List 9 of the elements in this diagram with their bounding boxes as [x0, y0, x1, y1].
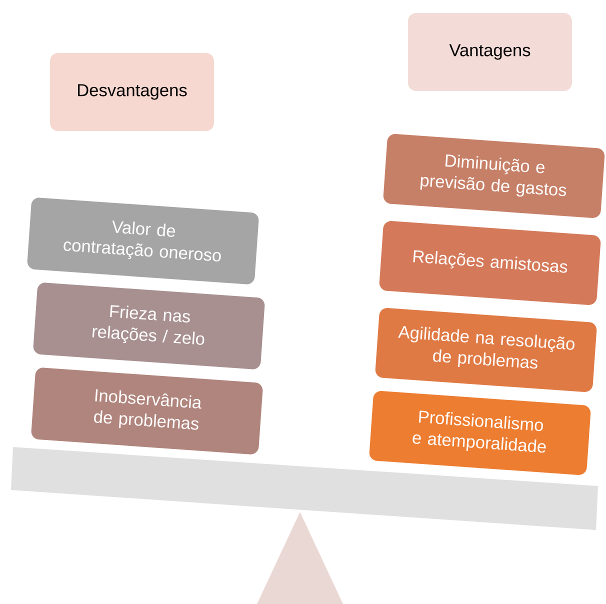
item-box: Profissionalismo e atemporalidade	[369, 391, 591, 475]
item-box: Frieza nas relações / zelo	[33, 282, 265, 370]
item-box: Diminuição e previsão de gastos	[383, 134, 605, 218]
item-box: Relações amistosas	[379, 221, 601, 305]
item-box: Valor de contratação oneroso	[27, 198, 259, 284]
item-box: Inobservância de problemas	[31, 368, 263, 454]
heading-box: Vantagens	[408, 13, 572, 91]
item-box: Agilidade na resolução de problemas	[375, 308, 597, 392]
heading-box: Desvantagens	[50, 53, 214, 131]
